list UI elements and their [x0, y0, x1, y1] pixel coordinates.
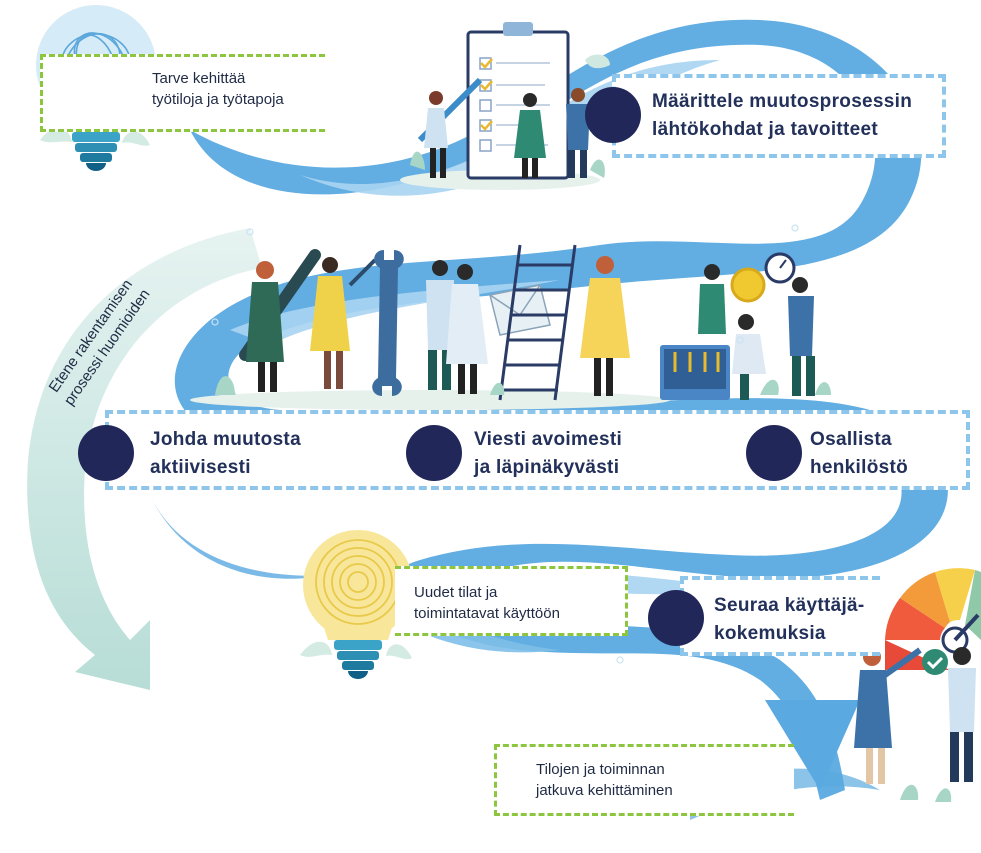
decor-dots — [211, 224, 799, 664]
step-involve-dot — [746, 425, 802, 481]
step-communicate-text: Viesti avoimesti ja läpinäkyvästi — [474, 429, 623, 478]
step-new-spaces-box — [395, 566, 628, 636]
gauge-people-icon — [854, 568, 981, 802]
step-follow-dot — [648, 590, 704, 646]
side-process-arrow — [27, 228, 262, 690]
step-involve-text: Osallista henkilöstö — [810, 429, 909, 478]
river-arrowhead — [765, 700, 860, 790]
step-define-text: Määrittele muutosprosessin lähtökohdat j… — [652, 91, 913, 140]
step-communicate-dot — [406, 425, 462, 481]
step-define-box — [612, 74, 946, 158]
team-tools-icon — [190, 244, 831, 410]
step-lead-dot — [78, 425, 134, 481]
step-define-dot — [585, 87, 641, 143]
step-need-text: Tarve kehittää työtiloja ja työtapoja — [152, 70, 284, 108]
step-lead-text: Johda muutosta aktiivisesti — [150, 429, 301, 478]
step-follow-box — [680, 576, 880, 656]
step-new-spaces-text: Uudet tilat ja toimintatavat käyttöön — [414, 584, 560, 622]
step-follow-text: Seuraa käyttäjä- kokemuksia — [714, 595, 865, 644]
step-need-box — [40, 54, 325, 132]
step-continuous-box — [494, 744, 794, 816]
lightbulb-spiral-icon — [300, 530, 413, 679]
process-row-box — [105, 410, 970, 490]
step-continuous-text: Tilojen ja toiminnan jatkuva kehittämine… — [536, 761, 673, 799]
checklist-people-icon — [400, 22, 610, 190]
